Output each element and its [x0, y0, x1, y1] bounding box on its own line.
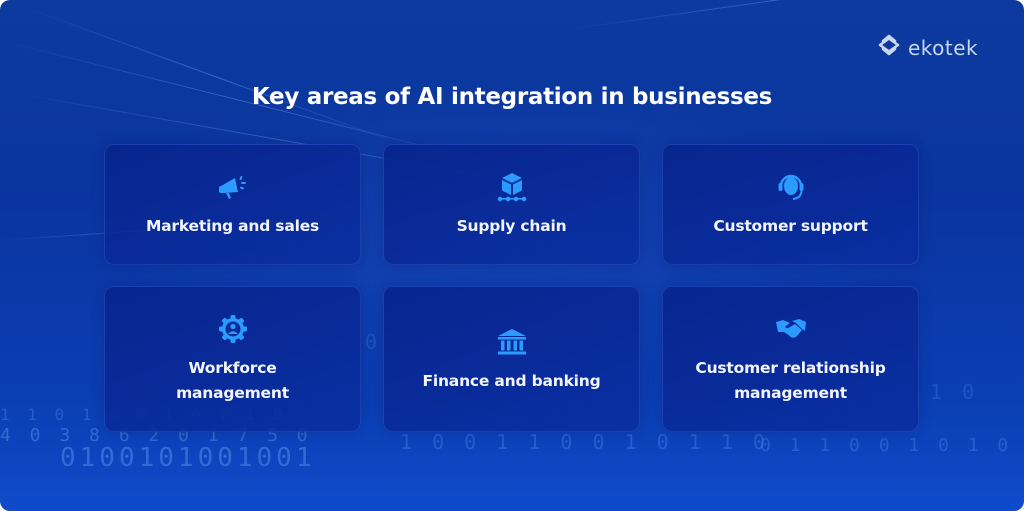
card-label: Marketing and sales — [145, 217, 320, 235]
user-gear-icon — [216, 312, 250, 346]
page-title: Key areas of AI integration in businesse… — [251, 84, 773, 110]
binary-pattern: 0 — [365, 330, 382, 354]
card-finance-and-banking: Finance and banking — [383, 286, 640, 432]
megaphone-icon — [216, 170, 250, 204]
card-label: Supply chain — [456, 217, 567, 235]
card-workforce-management: Workforce management — [104, 286, 361, 432]
brand-logo: ekotek — [876, 32, 978, 63]
card-label: Customer support — [713, 217, 868, 235]
card-customer-relationship-management: Customer relationship management — [662, 286, 919, 432]
headset-icon — [774, 170, 808, 204]
package-conveyor-icon — [495, 170, 529, 204]
card-label: Customer relationship management — [695, 359, 886, 402]
card-customer-support: Customer support — [662, 144, 919, 265]
bank-icon — [495, 325, 529, 359]
handshake-icon — [774, 312, 808, 346]
card-label: Workforce management — [176, 359, 289, 402]
ekotek-logo-icon — [876, 32, 902, 63]
card-marketing-and-sales: Marketing and sales — [104, 144, 361, 265]
card-label: Finance and banking — [422, 371, 601, 390]
light-streak — [559, 0, 1016, 31]
brand-name: ekotek — [908, 35, 979, 60]
card-supply-chain: Supply chain — [383, 144, 640, 265]
